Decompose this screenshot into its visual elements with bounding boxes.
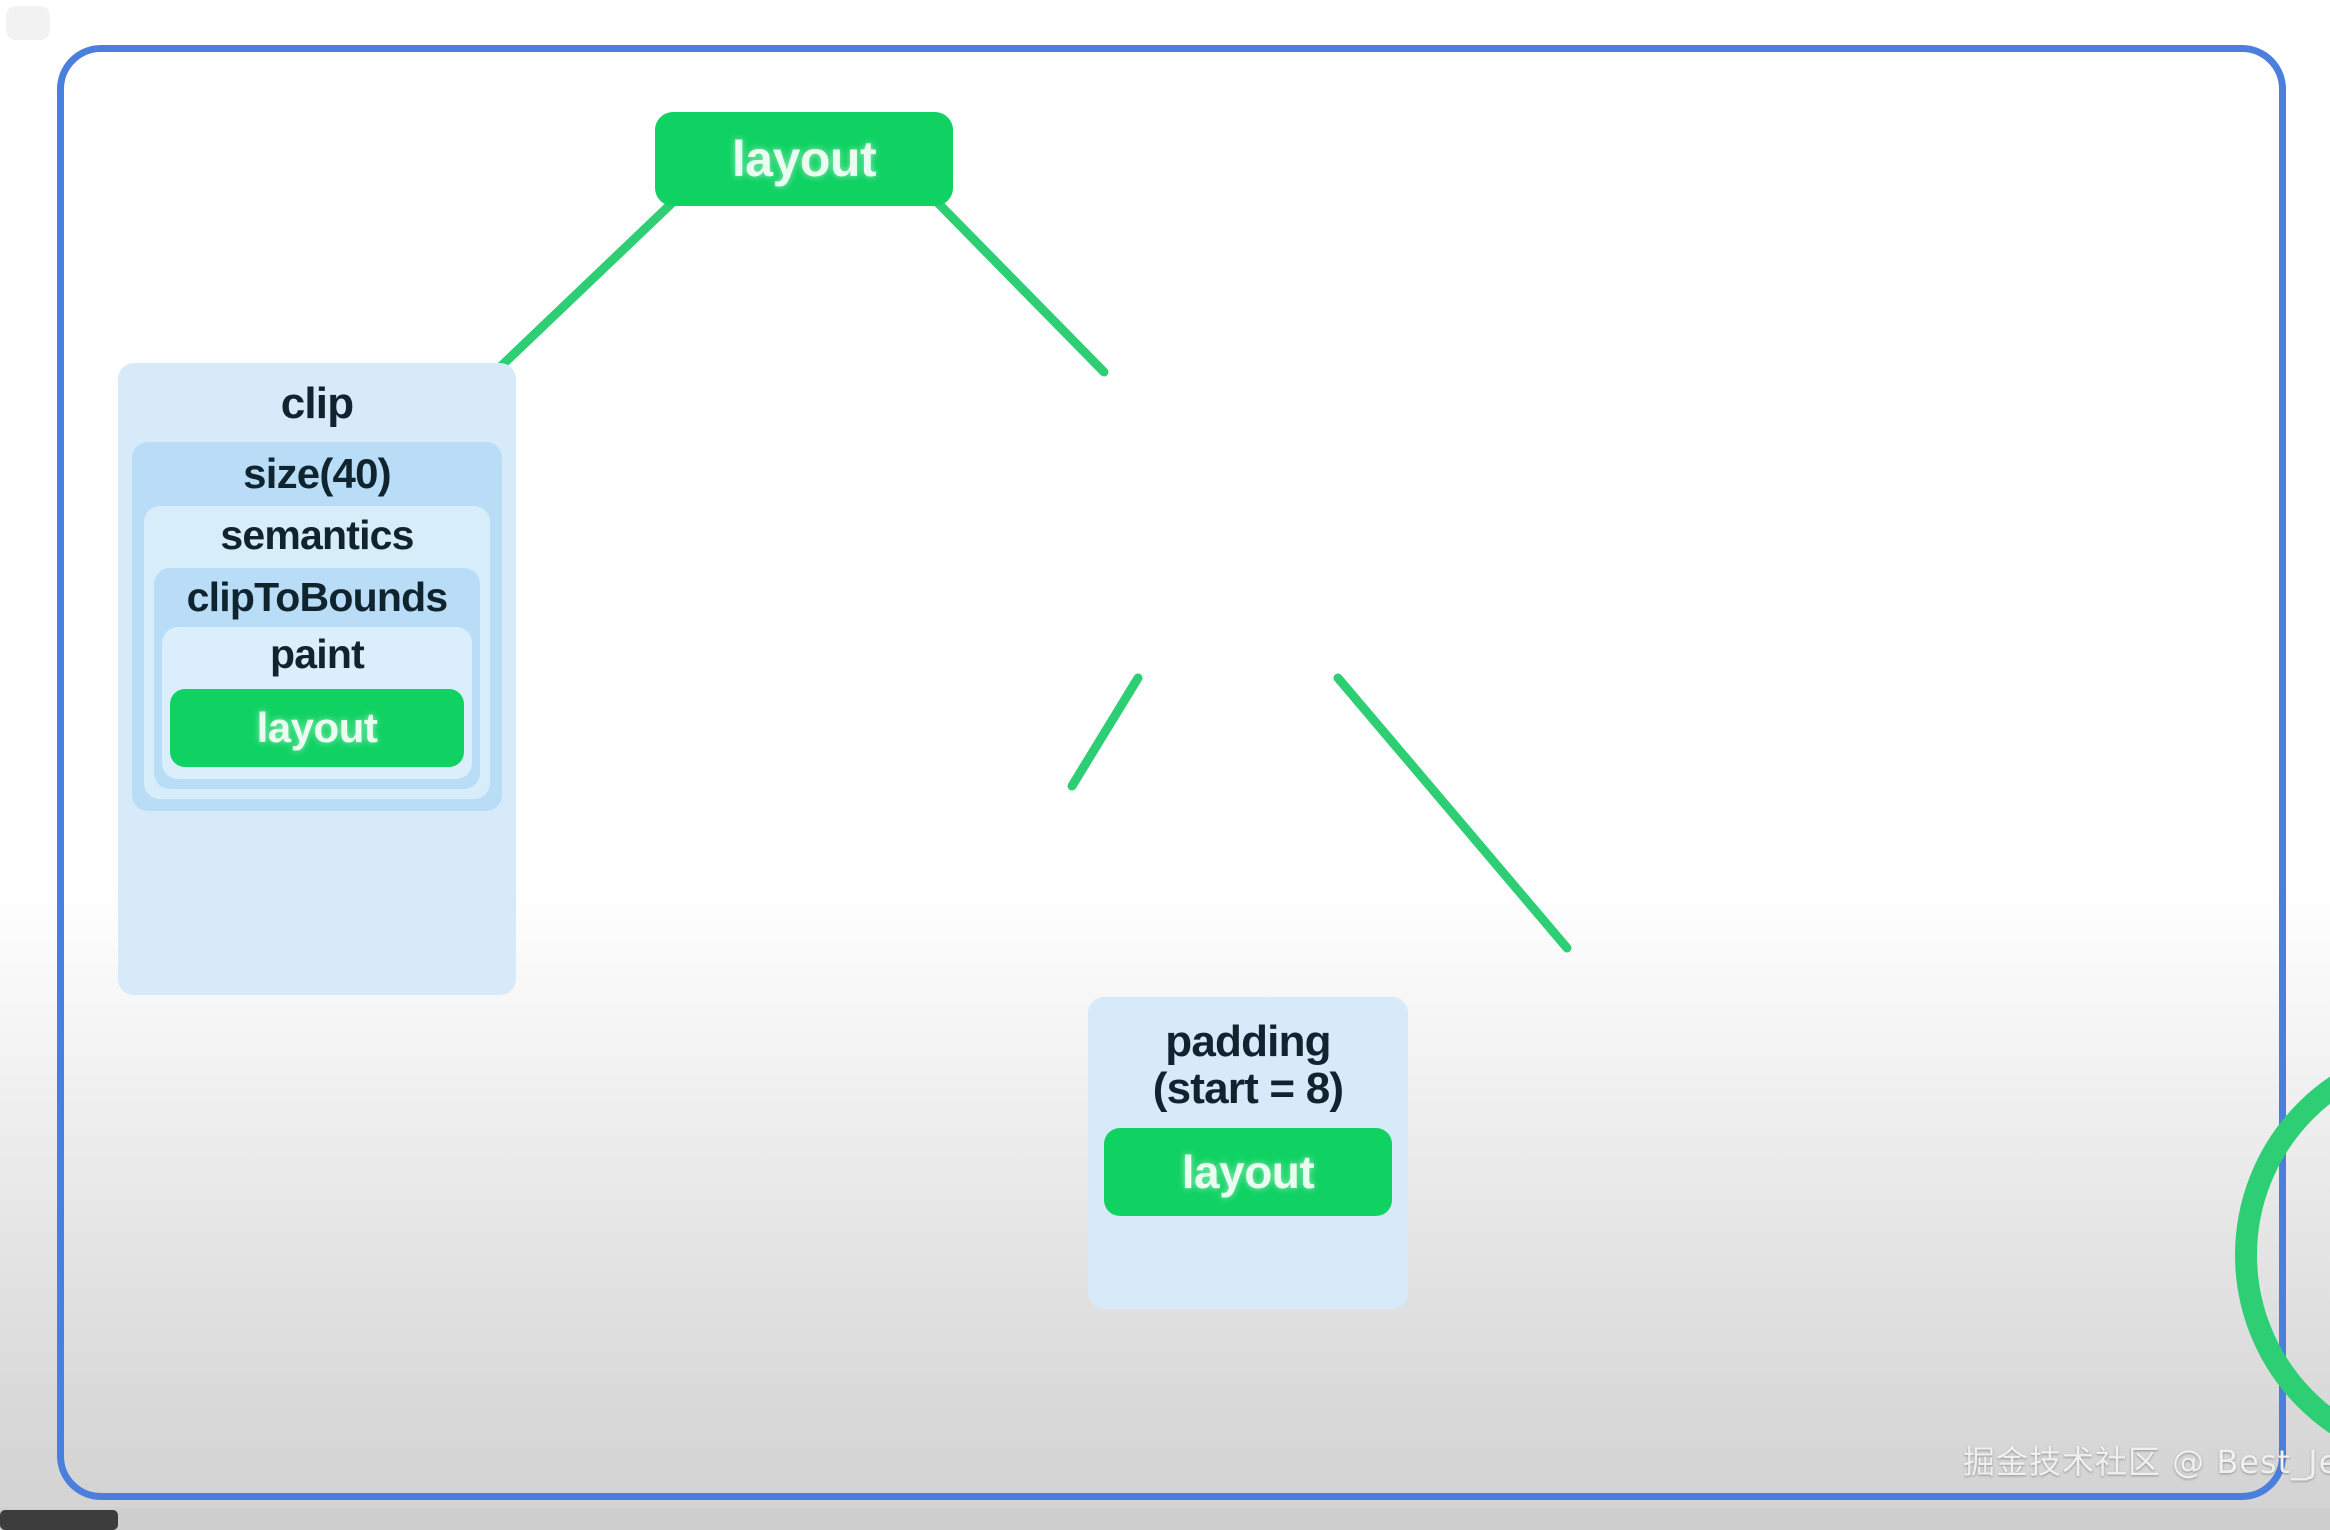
node-padding-start-label: padding (start = 8) xyxy=(1152,1017,1344,1113)
node-semantics-clip-label: semantics xyxy=(220,512,414,559)
node-clip-leaf-layout[interactable]: layout xyxy=(170,688,464,767)
corner-chip-decoration xyxy=(6,6,50,40)
bottom-strip xyxy=(0,1508,2330,1530)
node-paint-label: paint xyxy=(270,631,365,678)
node-padding-start-leaf-layout[interactable]: layout xyxy=(1104,1128,1392,1217)
node-clip-leaf-layout-label: layout xyxy=(256,703,378,751)
node-padding-start-leaf-layout-label: layout xyxy=(1181,1146,1315,1199)
node-clip[interactable]: clip size(40) semantics clipToBounds pai… xyxy=(118,363,516,995)
node-padding-start[interactable]: padding (start = 8) layout xyxy=(1088,997,1408,1309)
node-size-40[interactable]: size(40) semantics clipToBounds paint la… xyxy=(132,441,502,811)
watermark-text: 掘金技术社区 @ Best_Jerry xyxy=(1963,1443,2330,1481)
node-root-layout-label: layout xyxy=(731,131,877,187)
slide-blue-frame xyxy=(57,45,2286,1500)
node-paint[interactable]: paint layout xyxy=(162,627,472,779)
node-clip-to-bounds-label: clipToBounds xyxy=(186,573,448,620)
node-clip-to-bounds[interactable]: clipToBounds paint layout xyxy=(154,567,480,789)
node-clip-label: clip xyxy=(280,379,354,428)
node-size-40-label: size(40) xyxy=(243,449,391,497)
bottom-left-tab xyxy=(0,1510,118,1530)
node-root-layout[interactable]: layout xyxy=(655,112,953,206)
node-semantics-clip[interactable]: semantics clipToBounds paint layout xyxy=(144,506,490,799)
